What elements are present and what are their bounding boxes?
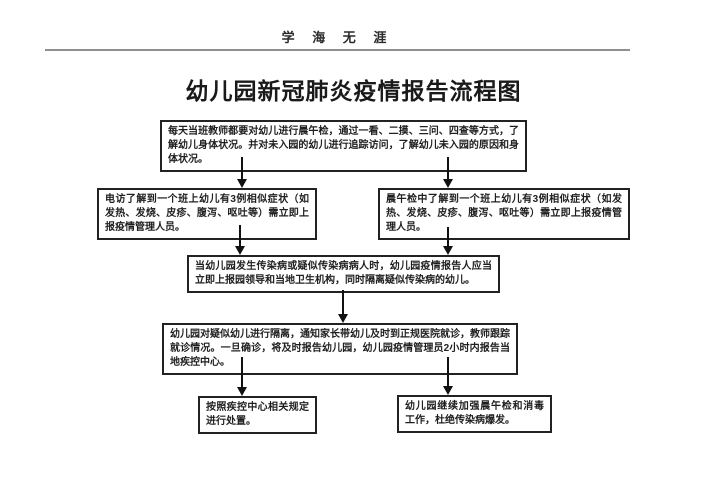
header-divider	[45, 49, 630, 51]
flow-node-isolation-hospital-referral: 幼儿园对疑似幼儿进行隔离，通知家长带幼儿及时到正规医院就诊，教师跟踪就诊情况。一…	[162, 323, 518, 375]
flow-node-strengthen-check-disinfection: 幼儿园继续加强晨午检和消毒工作，杜绝传染病爆发。	[397, 395, 552, 433]
arrow-down-icon	[241, 357, 243, 387]
flow-node-cdc-disposal: 按照疾控中心相关规定进行处置。	[198, 396, 317, 434]
arrow-down-icon	[447, 157, 449, 179]
flow-node-daily-morning-noon-check: 每天当班教师都要对幼儿进行晨午检，通过一看、二摸、三问、四查等方式，了解幼儿身体…	[160, 120, 527, 172]
arrow-down-icon	[239, 225, 241, 246]
flow-node-phone-visit-report: 电访了解到一个班上幼儿有3例相似症状（如发热、发烧、皮疹、腹泻、呕吐等）需立即上…	[97, 188, 317, 240]
page-title: 幼儿园新冠肺炎疫情报告流程图	[185, 78, 522, 104]
arrow-down-icon	[342, 290, 344, 314]
header-motto: 学 海 无 涯	[281, 30, 394, 45]
arrow-down-icon	[447, 227, 449, 246]
flow-node-epidemic-report-isolate: 当幼儿园发生传染病或疑似传染病病人时，幼儿园疫情报告人应当立即上报园领导和当地卫…	[187, 255, 500, 293]
arrow-down-icon	[241, 157, 243, 179]
flow-node-morning-check-report: 晨午检中了解到一个班上幼儿有3例相似症状（如发热、发烧、皮疹、腹泻、呕吐等）需立…	[378, 188, 630, 240]
arrow-down-icon	[447, 357, 449, 386]
